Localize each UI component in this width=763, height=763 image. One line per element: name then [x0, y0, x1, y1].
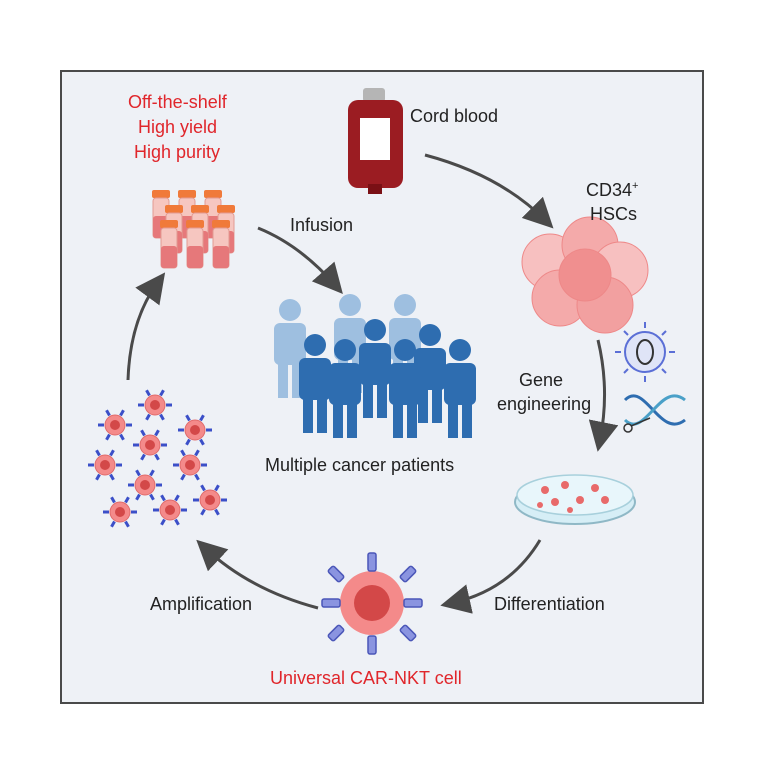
benefit-off-the-shelf: Off-the-shelf — [128, 92, 227, 112]
arrow-dish-to-car — [440, 539, 542, 614]
benefit-high-yield: High yield — [138, 117, 218, 137]
hsc-cluster-icon — [521, 216, 649, 334]
engineering-label: engineering — [497, 394, 592, 414]
patients-label: Multiple cancer patients — [265, 455, 455, 475]
car-nkt-cell-icon — [321, 552, 423, 655]
benefit-high-purity: High purity — [134, 142, 221, 162]
arrow-amplification-to-product — [126, 272, 166, 381]
arrow-infusion — [257, 226, 343, 295]
cd34-text: CD34 — [586, 180, 633, 200]
virus-icon — [615, 322, 675, 382]
hscs-label: HSCs — [590, 204, 638, 224]
cord-blood-label: Cord blood — [410, 106, 499, 126]
patients-icon — [274, 294, 476, 438]
cd34-label: CD34+ — [586, 180, 638, 201]
product-vials-icon — [152, 190, 235, 269]
cord-blood-bag-icon — [348, 88, 403, 194]
arrow-engineering-to-dish — [588, 339, 619, 452]
arrow-cord-to-hscs — [424, 153, 554, 229]
cd34-superscript: + — [632, 180, 639, 192]
car-nkt-label: Universal CAR-NKT cell — [270, 668, 462, 688]
gene-label: Gene — [519, 370, 564, 390]
amplification-label: Amplification — [150, 594, 253, 614]
amplified-cells-icon — [88, 389, 227, 528]
petri-dish-icon — [514, 474, 636, 525]
dna-scissors-icon — [623, 394, 686, 433]
arrow-car-to-amplification — [196, 539, 319, 610]
infusion-label: Infusion — [290, 215, 354, 235]
differentiation-label: Differentiation — [494, 594, 605, 614]
